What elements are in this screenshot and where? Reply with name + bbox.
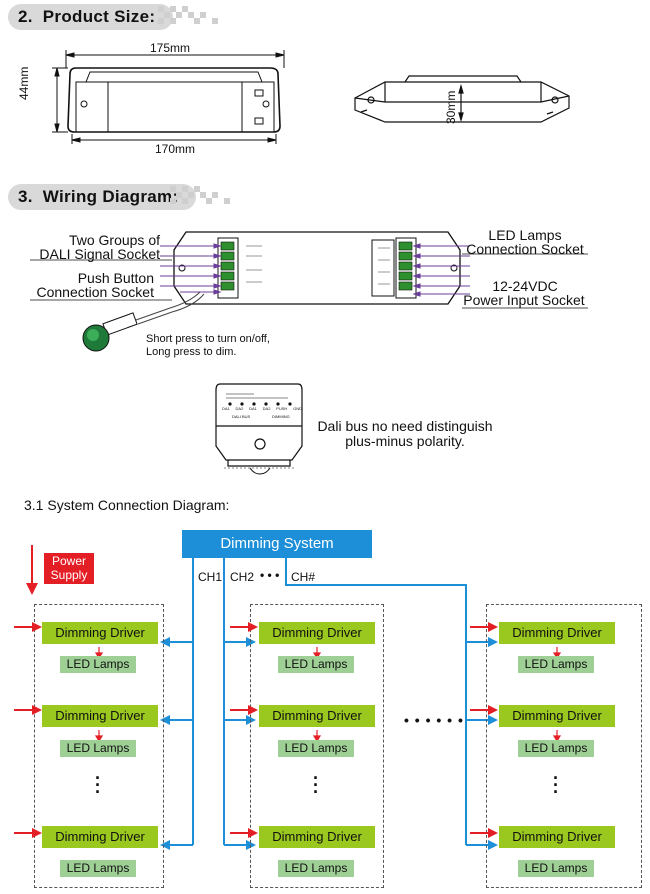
dali-label-line1: Two Groups of — [68, 232, 160, 248]
dimming-driver-box: Dimming Driver — [259, 705, 375, 727]
dali-note-line2: plus-minus polarity. — [345, 433, 465, 449]
terminal-label: PUSH — [276, 406, 288, 411]
terminal-labels: DA1 DA2 DA1 DA2 PUSH GND — [222, 406, 302, 411]
dimming-driver-box: Dimming Driver — [42, 705, 158, 727]
section-pill: 3. Wiring Diagram: — [8, 184, 197, 210]
power-label-line1: 12-24VDC — [492, 278, 558, 294]
dimension-height-side: 30mm — [444, 90, 458, 124]
led-label-line2: Connection Socket — [466, 241, 584, 257]
dali-note-line1: Dali bus no need distinguish — [317, 418, 493, 434]
led-lamps-box: LED Lamps — [60, 740, 136, 757]
led-lamps-box: LED Lamps — [60, 860, 136, 877]
push-button-icon — [82, 324, 110, 352]
driver-group-3 — [486, 604, 642, 888]
push-label-line1: Push Button — [77, 270, 154, 286]
checker-decoration — [158, 6, 218, 24]
system-diagram-title: 3.1 System Connection Diagram: — [24, 497, 230, 513]
dimming-driver-box: Dimming Driver — [499, 622, 615, 644]
terminal-group-dali: DALI BUS — [232, 414, 251, 419]
press-note-line1: Short press to turn on/off, — [146, 333, 270, 345]
terminal-label: DA2 — [235, 406, 244, 411]
led-lamps-box: LED Lamps — [60, 656, 136, 673]
dimming-driver-box: Dimming Driver — [259, 826, 375, 848]
led-lamps-box: LED Lamps — [518, 656, 594, 673]
vertical-dots: ··· — [95, 768, 101, 802]
driver-group-2 — [250, 604, 384, 888]
dimension-width-bottom: 170mm — [154, 142, 195, 156]
section-number: 2. — [18, 7, 33, 26]
section-number: 3. — [18, 187, 33, 206]
terminal-label: DA1 — [249, 406, 257, 411]
dimming-driver-box: Dimming Driver — [259, 622, 375, 644]
power-down-arrow — [26, 545, 38, 595]
channel-label-ch2: CH2 — [230, 570, 255, 584]
power-supply-box: Power Supply — [44, 553, 94, 584]
dali-label-line2: DALI Signal Socket — [39, 246, 160, 262]
power-supply-line1: Power — [51, 554, 86, 568]
channel-ellipsis: • • • — [260, 568, 280, 582]
section-heading: Wiring Diagram: — [42, 187, 179, 206]
section-pill: 2. Product Size: — [8, 4, 174, 30]
dimming-driver-box: Dimming Driver — [499, 705, 615, 727]
dimension-height-left: 44mm — [17, 66, 31, 100]
power-input-arrows — [14, 622, 562, 838]
dimming-driver-box: Dimming Driver — [499, 826, 615, 848]
dimension-width-top: 175mm — [149, 41, 190, 55]
led-lamps-box: LED Lamps — [518, 740, 594, 757]
section-heading: Product Size: — [42, 7, 156, 26]
channel-label-ch1: CH1 — [198, 570, 223, 584]
push-label-line2: Connection Socket — [36, 284, 154, 300]
terminal-label: DA2 — [262, 406, 271, 411]
terminal-block-detail — [215, 383, 303, 475]
section-title-product-size: 2. Product Size: — [8, 4, 174, 30]
section-title-wiring: 3. Wiring Diagram: — [8, 184, 197, 210]
vertical-dots: ··· — [553, 768, 559, 802]
product-front-view — [52, 50, 285, 144]
channel-label-chn: CH# — [291, 570, 316, 584]
led-lamps-box: LED Lamps — [278, 740, 354, 757]
more-groups-dots: • • • • • • — [404, 712, 464, 728]
wiring-device — [30, 231, 588, 352]
led-lamps-box: LED Lamps — [518, 860, 594, 877]
vertical-dots: ··· — [313, 768, 319, 802]
driver-group-1 — [34, 604, 164, 888]
checker-decoration — [170, 186, 230, 204]
dimming-driver-box: Dimming Driver — [42, 622, 158, 644]
power-supply-line2: Supply — [50, 568, 88, 582]
terminal-label: GND — [293, 406, 302, 411]
product-side-view — [354, 75, 570, 123]
terminal-label: DA1 — [222, 406, 230, 411]
led-lamps-box: LED Lamps — [278, 656, 354, 673]
terminal-group-dimming: DIMMING — [272, 414, 290, 419]
led-label-line1: LED Lamps — [488, 227, 562, 243]
press-note-line2: Long press to dim. — [146, 346, 237, 358]
bus-lines — [160, 558, 498, 850]
power-label-line2: Power Input Socket — [463, 292, 585, 308]
dimming-driver-box: Dimming Driver — [42, 826, 158, 848]
led-lamps-box: LED Lamps — [278, 860, 354, 877]
dimming-system-box: Dimming System — [182, 530, 372, 558]
